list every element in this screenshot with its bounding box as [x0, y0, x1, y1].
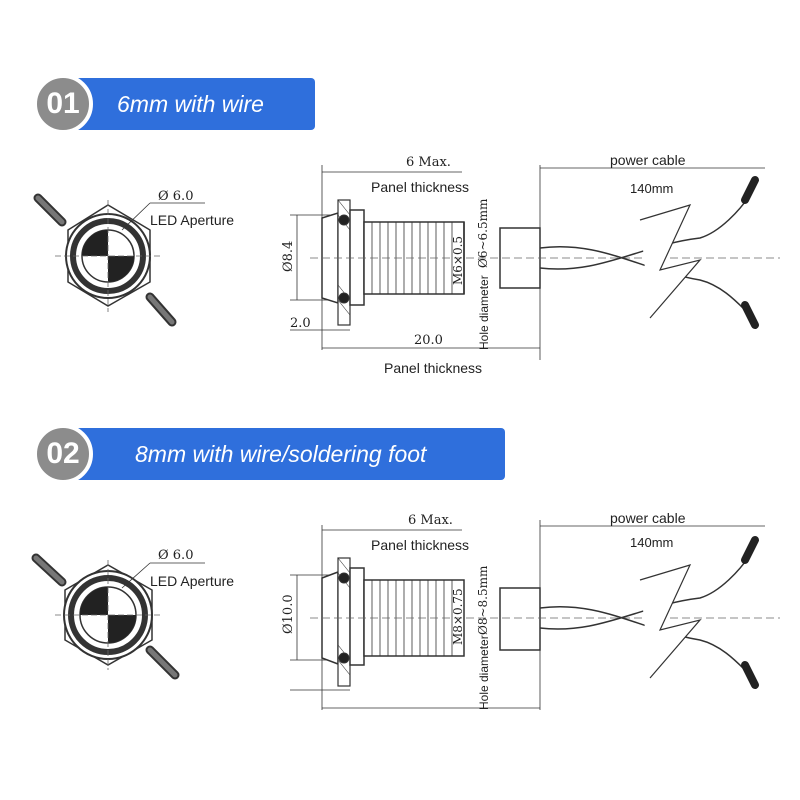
hole-range-dimension: Ø6~6.5mm: [476, 198, 490, 268]
front-view: Ø 6.0 LED Aperture: [31, 548, 234, 680]
section-8mm: 8mm with wire/soldering foot 02 Ø 6.0 LE…: [0, 350, 800, 730]
panel-thickness-bottom-label: Panel thickness: [384, 360, 482, 376]
max-depth-dimension: 6 Max.: [406, 155, 451, 170]
aperture-dimension: Ø 6.0: [158, 548, 193, 563]
hole-range-dimension: Ø8~8.5mm: [476, 565, 490, 635]
hole-diameter-label: Hole diameter: [477, 275, 491, 350]
aperture-label: LED Aperture: [150, 573, 234, 589]
section-number-badge: 01: [33, 74, 93, 134]
side-view: [290, 520, 780, 710]
diagram-6mm: Ø 6.0 LED Aperture: [33, 152, 780, 376]
thread-dimension: M6×0.5: [451, 236, 465, 285]
length-dimension: 20.0: [414, 333, 443, 348]
section-banner: 8mm with wire/soldering foot: [55, 428, 505, 480]
cable-length-label: 140mm: [630, 535, 673, 550]
diagram-8mm: Ø 6.0 LED Aperture: [31, 510, 780, 710]
section-title: 8mm with wire/soldering foot: [135, 441, 427, 467]
panel-thickness-top-label: Panel thickness: [371, 537, 469, 553]
height-dimension: Ø10.0: [281, 594, 296, 634]
aperture-dimension: Ø 6.0: [158, 189, 193, 204]
section-6mm: 6mm with wire 01 Ø 6.0 LED Aperture: [0, 0, 800, 380]
side-view: [290, 165, 780, 360]
height-dimension: Ø8.4: [281, 241, 296, 272]
power-cable-label: power cable: [610, 510, 686, 526]
hole-diameter-label: Hole diameter: [477, 635, 491, 710]
section-number-badge: 02: [33, 424, 93, 484]
cable-length-label: 140mm: [630, 181, 673, 196]
section-title: 6mm with wire: [117, 91, 264, 117]
panel-thickness-top-label: Panel thickness: [371, 179, 469, 195]
power-cable-label: power cable: [610, 152, 686, 168]
max-depth-dimension: 6 Max.: [408, 513, 453, 528]
section-banner: 6mm with wire: [55, 78, 315, 130]
thread-dimension: M8×0.75: [451, 588, 465, 645]
front-view: Ø 6.0 LED Aperture: [33, 189, 234, 327]
aperture-label: LED Aperture: [150, 212, 234, 228]
bezel-dimension: 2.0: [290, 316, 311, 331]
